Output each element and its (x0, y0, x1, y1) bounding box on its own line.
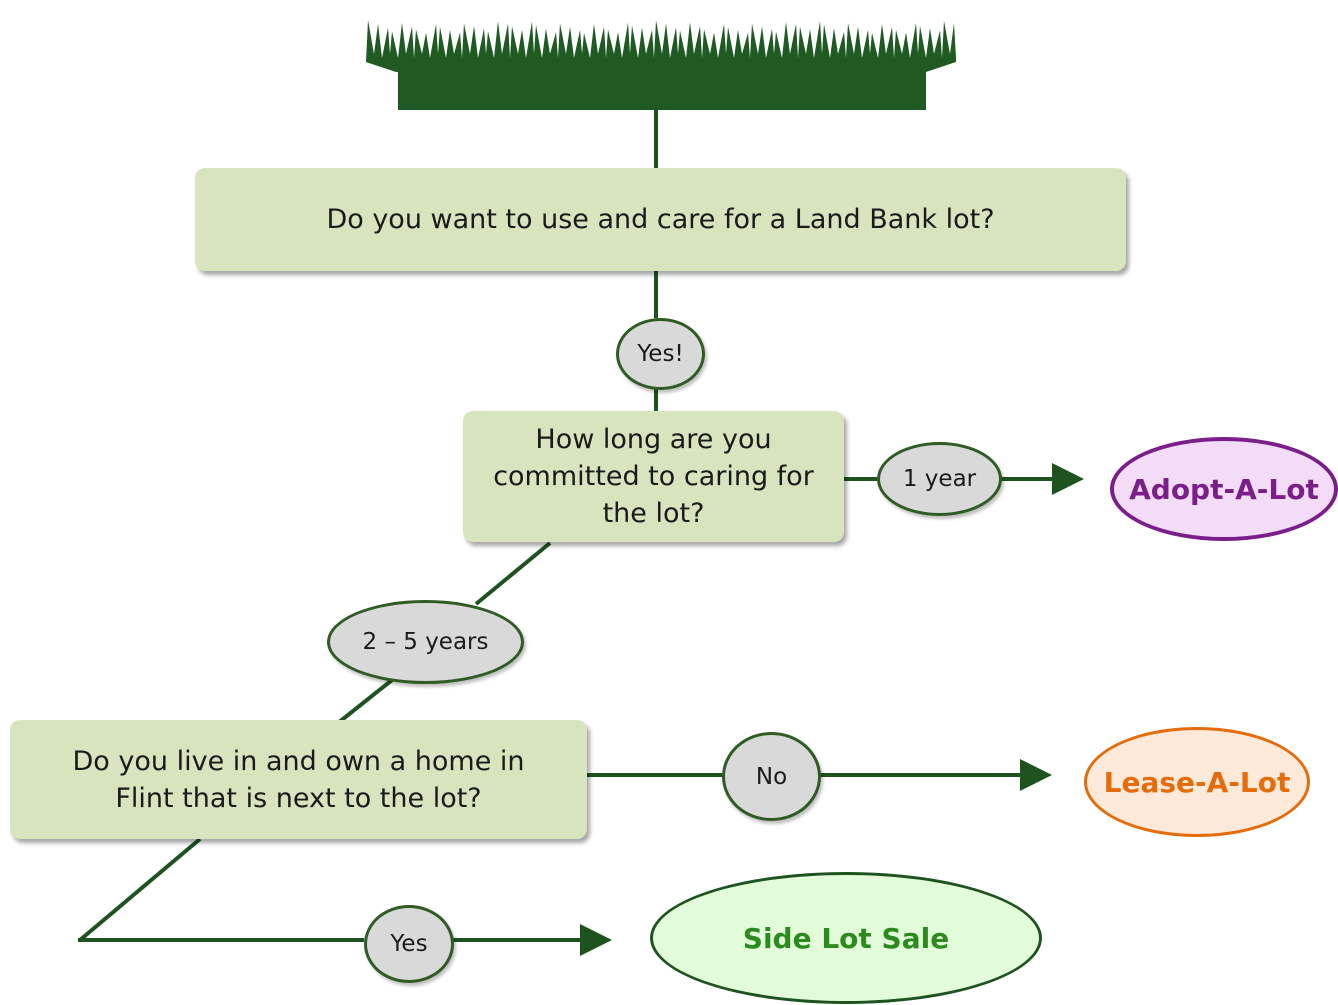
question-text-commitment-length: How long are you committed to caring for… (493, 424, 814, 529)
answer-label-two-to-five-years-text: 2 – 5 years (362, 629, 489, 655)
connector-q3-to-corner (78, 837, 202, 942)
grass-header-graphic (366, 20, 956, 110)
question-box-commitment-length: How long are you committed to caring for… (463, 411, 844, 542)
outcome-lease-a-lot: Lease-A-Lot (1084, 727, 1310, 837)
answer-label-no: No (722, 732, 821, 821)
answer-label-no-text: No (755, 763, 788, 790)
answer-label-two-to-five-years: 2 – 5 years (327, 600, 524, 684)
question-box-use-and-care: Do you want to use and care for a Land B… (195, 168, 1126, 271)
answer-label-yes-exclaim-text: Yes! (637, 341, 684, 367)
outcome-side-lot-sale-text: Side Lot Sale (742, 921, 950, 955)
outcome-side-lot-sale: Side Lot Sale (650, 872, 1042, 1004)
question-box-live-and-own-home: Do you live in and own a home in Flint t… (10, 720, 587, 839)
answer-label-one-year: 1 year (877, 442, 1002, 516)
connector-q2-to-2-5-years (474, 541, 552, 606)
question-text-use-and-care: Do you want to use and care for a Land B… (326, 204, 995, 235)
outcome-adopt-a-lot-text: Adopt-A-Lot (1129, 472, 1319, 506)
answer-label-yes: Yes (364, 905, 454, 983)
connector-2-5-years-to-q3 (336, 678, 394, 725)
answer-label-one-year-text: 1 year (902, 466, 977, 492)
outcome-lease-a-lot-text: Lease-A-Lot (1103, 765, 1291, 799)
question-text-live-and-own-home: Do you live in and own a home in Flint t… (72, 745, 525, 814)
outcome-adopt-a-lot: Adopt-A-Lot (1110, 437, 1338, 541)
answer-label-yes-exclaim: Yes! (616, 318, 705, 390)
answer-label-yes-text: Yes (390, 931, 428, 957)
